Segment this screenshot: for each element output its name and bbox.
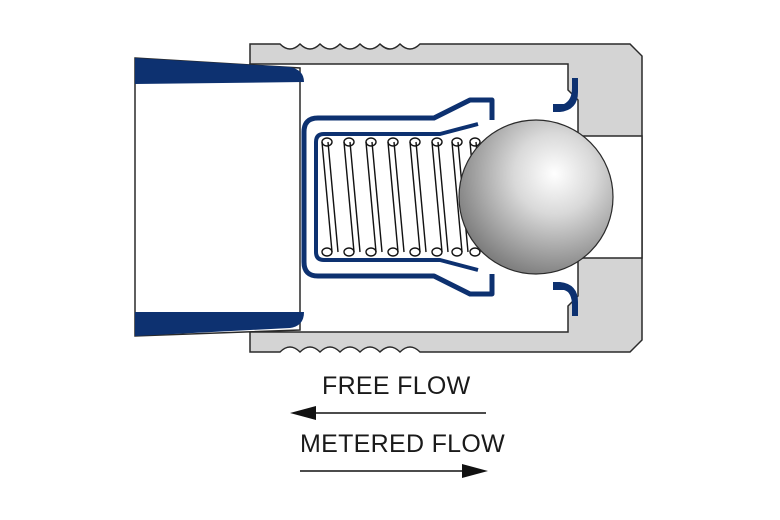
arrow-right-icon bbox=[300, 464, 488, 478]
arrow-left-icon bbox=[290, 406, 486, 420]
check-ball bbox=[458, 119, 614, 275]
inlet-fitting-bottom-band bbox=[135, 312, 304, 336]
metered-flow-label: METERED FLOW bbox=[300, 430, 505, 458]
inlet-fitting bbox=[134, 57, 301, 337]
seat-ring-bottom bbox=[553, 282, 578, 316]
inlet-fitting-top-band bbox=[135, 58, 304, 84]
spring-cage-inner bbox=[314, 122, 479, 272]
spring-cage-outline bbox=[301, 97, 495, 297]
free-flow-label: FREE FLOW bbox=[322, 372, 471, 400]
seat-ring-top bbox=[553, 78, 578, 112]
